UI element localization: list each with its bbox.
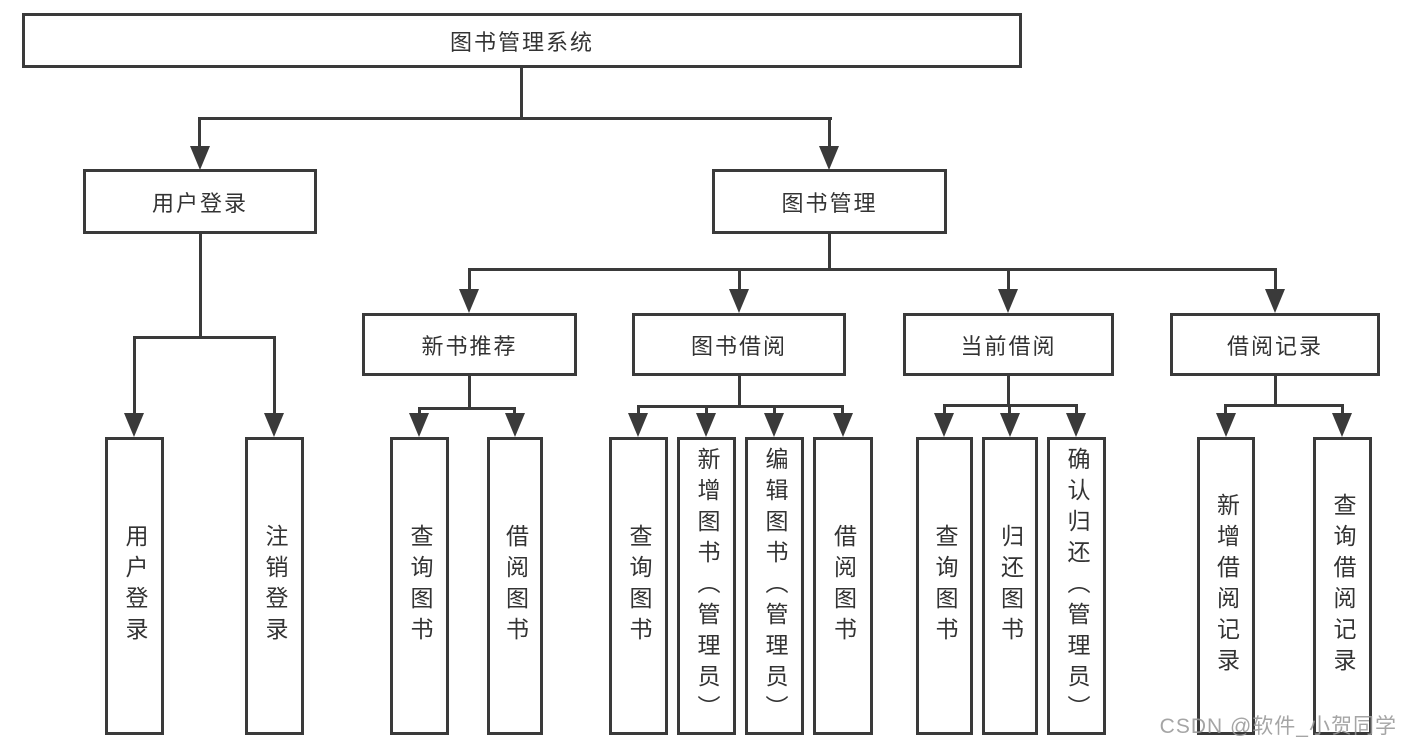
connector-hline	[637, 405, 844, 408]
connector-vline	[1007, 376, 1010, 405]
connector-hline	[133, 336, 276, 339]
node-new-book-recommend-label: 新书推荐	[421, 333, 518, 359]
arrowhead-down-icon	[459, 289, 479, 313]
arrowhead-down-icon	[1000, 413, 1020, 437]
arrowhead-down-icon	[696, 413, 716, 437]
leaf-user-login-label: 用户登录	[122, 524, 148, 648]
connector-hline	[1224, 404, 1343, 407]
node-user-login: 用户登录	[83, 169, 317, 234]
connector-vline	[1075, 404, 1078, 418]
leaf-query-borrow-record-label: 查询借阅记录	[1330, 493, 1356, 679]
connector-vline	[1224, 404, 1227, 418]
leaf-query-books-1-label: 查询图书	[407, 524, 433, 648]
connector-vline	[1007, 268, 1010, 292]
arrowhead-down-icon	[1332, 413, 1352, 437]
leaf-return-books: 归还图书	[982, 437, 1038, 735]
arrowhead-down-icon	[190, 146, 210, 170]
leaf-borrow-books-2: 借阅图书	[813, 437, 873, 735]
leaf-add-borrow-record: 新增借阅记录	[1197, 437, 1255, 735]
arrowhead-down-icon	[764, 413, 784, 437]
leaf-borrow-books-1: 借阅图书	[487, 437, 543, 735]
connector-vline	[773, 405, 776, 418]
connector-hline	[468, 268, 1276, 271]
connector-vline	[520, 68, 523, 118]
connector-vline	[198, 117, 201, 151]
connector-vline	[828, 117, 831, 151]
leaf-borrow-books-2-label: 借阅图书	[830, 524, 857, 648]
node-book-management: 图书管理	[712, 169, 947, 234]
arrowhead-down-icon	[1066, 413, 1086, 437]
connector-vline	[199, 233, 202, 337]
connector-vline	[468, 376, 471, 409]
leaf-edit-books-admin: 编辑图书（管理员）	[745, 437, 804, 735]
node-new-book-recommend: 新书推荐	[362, 313, 577, 376]
connector-vline	[1341, 404, 1344, 418]
node-current-borrow: 当前借阅	[903, 313, 1114, 376]
arrowhead-down-icon	[1265, 289, 1285, 313]
node-borrow-records: 借阅记录	[1170, 313, 1380, 376]
leaf-user-login: 用户登录	[105, 437, 164, 735]
arrowhead-down-icon	[264, 413, 284, 437]
node-user-login-label: 用户登录	[151, 190, 248, 216]
connector-hline	[418, 407, 516, 410]
leaf-query-books-3: 查询图书	[916, 437, 973, 735]
connector-vline	[738, 376, 741, 407]
arrowhead-down-icon	[998, 289, 1018, 313]
node-current-borrow-label: 当前借阅	[960, 333, 1057, 359]
leaf-edit-books-admin-label: 编辑图书（管理员）	[762, 446, 788, 726]
arrowhead-down-icon	[819, 146, 839, 170]
connector-vline	[943, 404, 946, 418]
leaf-query-books-2-label: 查询图书	[626, 524, 652, 648]
connector-vline	[133, 336, 136, 416]
leaf-confirm-return-admin: 确认归还（管理员）	[1047, 437, 1106, 735]
leaf-query-books-2: 查询图书	[609, 437, 668, 735]
connector-vline	[468, 268, 471, 292]
leaf-query-books-1: 查询图书	[390, 437, 449, 735]
leaf-logout: 注销登录	[245, 437, 304, 735]
connector-vline	[273, 336, 276, 416]
connector-vline	[828, 234, 831, 271]
leaf-logout-label: 注销登录	[262, 524, 288, 648]
leaf-add-borrow-record-label: 新增借阅记录	[1213, 493, 1240, 679]
node-book-management-label: 图书管理	[781, 190, 878, 216]
node-book-borrow: 图书借阅	[632, 313, 846, 376]
connector-vline	[738, 268, 741, 292]
arrowhead-down-icon	[628, 413, 648, 437]
leaf-add-books-admin: 新增图书（管理员）	[677, 437, 736, 735]
connector-hline	[198, 117, 832, 120]
node-borrow-records-label: 借阅记录	[1226, 333, 1323, 359]
arrowhead-down-icon	[505, 413, 525, 437]
connector-vline	[637, 405, 640, 418]
leaf-query-borrow-record: 查询借阅记录	[1313, 437, 1372, 735]
leaf-return-books-label: 归还图书	[997, 524, 1024, 648]
connector-vline	[1274, 376, 1277, 404]
connector-vline	[841, 405, 844, 418]
arrowhead-down-icon	[1216, 413, 1236, 437]
arrowhead-down-icon	[934, 413, 954, 437]
node-root: 图书管理系统	[22, 13, 1022, 68]
leaf-add-books-admin-label: 新增图书（管理员）	[694, 446, 720, 726]
arrowhead-down-icon	[729, 289, 749, 313]
node-book-borrow-label: 图书借阅	[690, 333, 787, 359]
arrowhead-down-icon	[124, 413, 144, 437]
connector-vline	[1008, 404, 1011, 418]
arrowhead-down-icon	[409, 413, 429, 437]
leaf-query-books-3-label: 查询图书	[932, 524, 958, 648]
node-root-label: 图书管理系统	[449, 29, 594, 55]
connector-vline	[1274, 268, 1277, 292]
leaf-borrow-books-1-label: 借阅图书	[502, 524, 529, 648]
leaf-confirm-return-admin-label: 确认归还（管理员）	[1064, 446, 1090, 726]
connector-vline	[705, 405, 708, 418]
watermark-text: CSDN @软件_小贺同学	[1159, 715, 1397, 738]
arrowhead-down-icon	[833, 413, 853, 437]
